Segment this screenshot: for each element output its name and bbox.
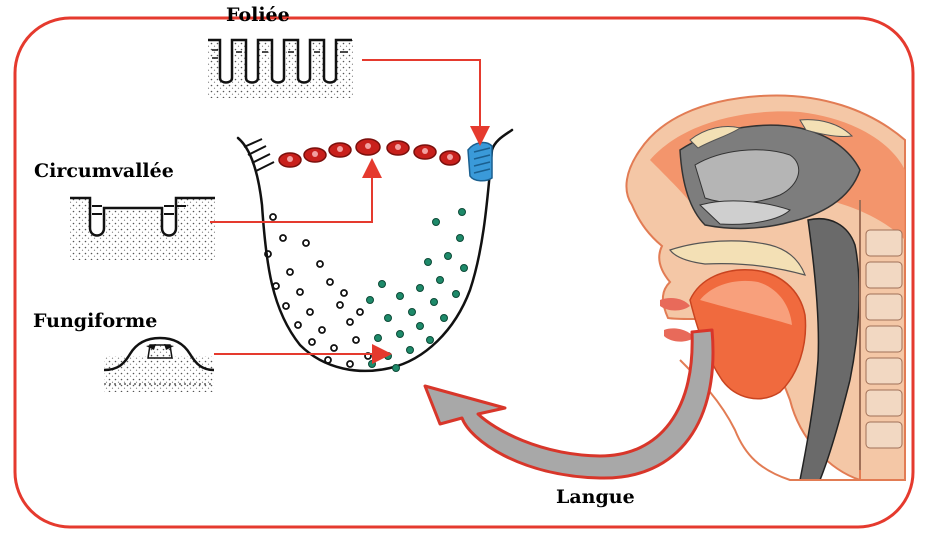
- label-fungiforme: Fungiforme: [33, 310, 157, 332]
- filiform-papillae: [265, 214, 371, 367]
- head-sagittal-section: [626, 95, 905, 480]
- label-langue: Langue: [556, 486, 635, 508]
- circumvallee-illustration: [70, 198, 215, 260]
- pointer-arrows: [210, 60, 480, 354]
- circumvallate-papillae: [279, 139, 460, 167]
- tongue-diagram: [238, 130, 512, 372]
- label-circumvallee: Circumvallée: [34, 160, 174, 182]
- arrow-foliee: [362, 60, 480, 142]
- fungiform-papillae: [367, 209, 468, 372]
- label-foliee: Foliée: [226, 4, 290, 26]
- hatch-marks: [244, 139, 274, 171]
- fungiforme-illustration: [104, 338, 214, 392]
- arrow-circumvallee: [210, 162, 372, 222]
- foliee-illustration: [208, 40, 353, 98]
- big-curved-arrow: [425, 330, 713, 478]
